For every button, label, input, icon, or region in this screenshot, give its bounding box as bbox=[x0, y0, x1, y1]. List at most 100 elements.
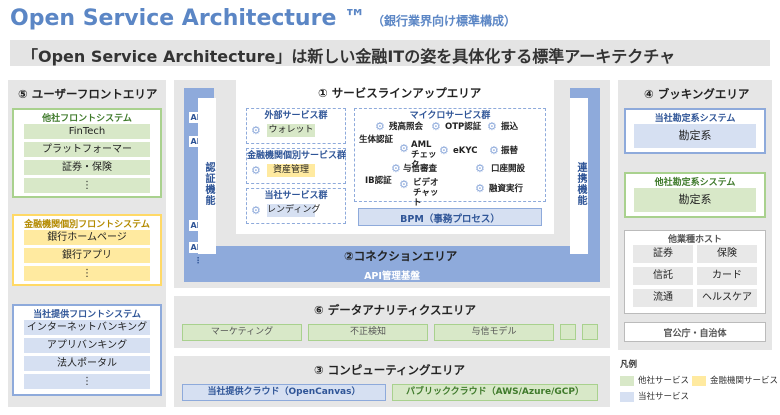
micro-item: 残高照会 bbox=[389, 122, 424, 132]
legend-item: 他社サービス bbox=[638, 376, 690, 386]
micro-services-label: マイクロサービス群 bbox=[409, 111, 491, 121]
service-item-asset: 資産管理 bbox=[267, 164, 315, 177]
host-item: 証券 bbox=[633, 245, 693, 263]
list-item: プラットフォーマー bbox=[24, 142, 150, 157]
micro-item: IB認証 bbox=[365, 176, 392, 186]
gear-icon: ⚙ bbox=[487, 120, 497, 133]
analytics-item-blank bbox=[560, 324, 576, 340]
analytics-area: ⑥ データアナリティクスエリア マーケティング 不正検知 与信モデル bbox=[174, 296, 610, 348]
auth-column bbox=[198, 98, 216, 254]
legend-swatch-green bbox=[620, 376, 634, 386]
tagline-banner: 「Open Service Architecture」は新しい金融ITの姿を具体… bbox=[10, 40, 770, 66]
user-front-title: ⑤ ユーザーフロントエリア bbox=[18, 87, 158, 101]
analytics-item: マーケティング bbox=[182, 324, 302, 341]
other-account-label: 他社勘定系システム bbox=[654, 178, 736, 188]
host-item: カード bbox=[697, 267, 757, 285]
page-subtitle: （銀行業界向け標準構成） bbox=[372, 14, 517, 28]
auth-function: 認証機能 bbox=[203, 162, 214, 206]
other-hosts-label: 他業種ホスト bbox=[667, 235, 722, 245]
other-front-box: 他社フロントシステム FinTech プラットフォーマー 証券・保険 ⋮ bbox=[12, 108, 162, 198]
list-item: FinTech bbox=[24, 124, 150, 139]
legend: 凡例 他社サービス 金融機関サービス 当社サービス bbox=[618, 358, 778, 408]
gear-icon: ⚙ bbox=[431, 120, 441, 133]
micro-item: 融資実行 bbox=[489, 184, 524, 194]
api-label: ⋮ bbox=[194, 256, 202, 265]
page-title: Open Service Architecture ™（銀行業界向け標準構成） bbox=[10, 6, 517, 31]
gear-icon: ⚙ bbox=[251, 204, 261, 217]
service-item-lending: レンディング bbox=[267, 204, 321, 217]
computing-title: ③ コンピューティングエリア bbox=[314, 363, 466, 377]
gear-icon: ⚙ bbox=[439, 144, 449, 157]
legend-swatch-blue bbox=[620, 392, 634, 402]
external-services-box: 外部サービス群 ⚙ ウォレット bbox=[246, 108, 346, 144]
gear-icon: ⚙ bbox=[391, 162, 401, 175]
legend-title: 凡例 bbox=[620, 360, 638, 370]
list-item: インターネットバンキング bbox=[24, 320, 150, 335]
legend-swatch-yellow bbox=[692, 376, 706, 386]
gov-box: 官公庁・自治体 bbox=[624, 322, 766, 342]
list-item: 銀行アプリ bbox=[24, 248, 150, 263]
analytics-item-blank bbox=[582, 324, 598, 340]
other-front-label: 他社フロントシステム bbox=[42, 114, 132, 124]
gear-icon: ⚙ bbox=[375, 120, 385, 133]
list-item: ⋮ bbox=[24, 374, 150, 389]
micro-item: 振込 bbox=[501, 122, 519, 132]
service-item-wallet: ウォレット bbox=[267, 124, 315, 137]
own-front-box: 当社提供フロントシステム インターネットバンキング アプリバンキング 法人ポータ… bbox=[12, 304, 162, 396]
micro-item: OTP認証 bbox=[445, 122, 482, 132]
gear-icon: ⚙ bbox=[251, 124, 261, 137]
legend-item: 当社サービス bbox=[638, 392, 690, 402]
service-lineup-title: ① サービスラインアップエリア bbox=[318, 86, 482, 100]
other-account-box: 他社勘定系システム 勘定系 bbox=[624, 172, 766, 218]
gear-icon: ⚙ bbox=[251, 164, 261, 177]
gear-icon: ⚙ bbox=[475, 162, 485, 175]
link-column bbox=[570, 98, 588, 254]
micro-item: 生体認証 bbox=[359, 135, 394, 145]
micro-item: AML チェック bbox=[411, 140, 437, 170]
micro-item: 振替 bbox=[501, 146, 519, 156]
user-front-area: ⑤ ユーザーフロントエリア 他社フロントシステム FinTech プラットフォー… bbox=[8, 80, 166, 407]
booking-area: ④ ブッキングエリア 当社勘定系システム 勘定系 他社勘定系システム 勘定系 他… bbox=[618, 80, 772, 350]
bpm-box: BPM（事務プロセス） bbox=[358, 208, 542, 226]
micro-services-box: マイクロサービス群 残高照会 OTP認証 振込 生体認証 AML チェック eK… bbox=[354, 108, 546, 208]
list-item: 法人ポータル bbox=[24, 356, 150, 371]
micro-item: 口座開設 bbox=[491, 164, 526, 174]
booking-title: ④ ブッキングエリア bbox=[644, 87, 750, 101]
gear-icon: ⚙ bbox=[399, 142, 409, 155]
fi-front-box: 金融機関個別フロントシステム 銀行ホームページ 銀行アプリ ⋮ bbox=[12, 214, 162, 286]
other-account-value: 勘定系 bbox=[634, 188, 756, 212]
public-cloud: パブリッククラウド（AWS/Azure/GCP） bbox=[392, 384, 598, 401]
gear-icon: ⚙ bbox=[475, 182, 485, 195]
other-hosts-box: 他業種ホスト 証券 保険 信託 カード 流通 ヘルスケア bbox=[624, 230, 766, 314]
host-item: ヘルスケア bbox=[697, 289, 757, 307]
micro-item: 与信審査 bbox=[403, 164, 438, 174]
api-management-base: API管理基盤 bbox=[184, 266, 600, 282]
host-item: 保険 bbox=[697, 245, 757, 263]
own-services-box: 当社サービス群 ⚙ レンディング bbox=[246, 188, 346, 224]
fi-front-label: 金融機関個別フロントシステム bbox=[24, 220, 150, 230]
list-item: アプリバンキング bbox=[24, 338, 150, 353]
link-function: 連携機能 bbox=[575, 162, 586, 206]
micro-item: eKYC bbox=[453, 146, 478, 156]
external-services-label: 外部サービス群 bbox=[264, 111, 328, 121]
connection-title: ②コネクションエリア bbox=[344, 249, 458, 263]
own-account-box: 当社勘定系システム 勘定系 bbox=[624, 108, 766, 154]
list-item: 証券・保険 bbox=[24, 160, 150, 175]
list-item: 銀行ホームページ bbox=[24, 230, 150, 245]
host-item: 信託 bbox=[633, 267, 693, 285]
analytics-item: 与信モデル bbox=[434, 324, 554, 341]
own-account-value: 勘定系 bbox=[634, 124, 756, 148]
analytics-title: ⑥ データアナリティクスエリア bbox=[314, 303, 476, 317]
own-services-label: 当社サービス群 bbox=[264, 191, 328, 201]
own-cloud: 当社提供クラウド（OpenCanvas） bbox=[182, 384, 386, 401]
own-front-label: 当社提供フロントシステム bbox=[33, 310, 141, 320]
analytics-item: 不正検知 bbox=[308, 324, 428, 341]
service-lineup-area: ① サービスラインアップエリア 外部サービス群 ⚙ ウォレット 金融機関個別サー… bbox=[236, 80, 554, 234]
fi-services-label: 金融機関個別サービス群 bbox=[247, 151, 347, 161]
computing-area: ③ コンピューティングエリア 当社提供クラウド（OpenCanvas） パブリッ… bbox=[174, 356, 610, 407]
list-item: ⋮ bbox=[24, 178, 150, 193]
fi-services-box: 金融機関個別サービス群 ⚙ 資産管理 bbox=[246, 148, 346, 184]
micro-item: ビデオ チャット bbox=[413, 178, 439, 208]
own-account-label: 当社勘定系システム bbox=[654, 114, 736, 124]
legend-item: 金融機関サービス bbox=[710, 376, 779, 386]
